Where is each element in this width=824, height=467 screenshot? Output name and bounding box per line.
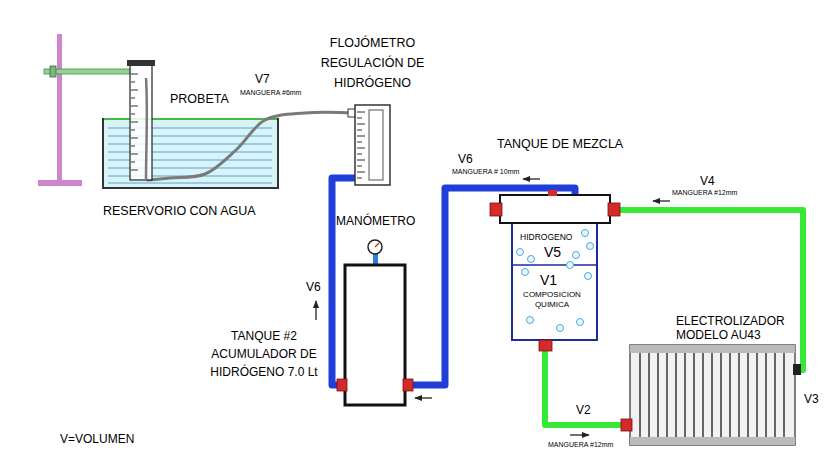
- gauge-needle: [375, 243, 379, 247]
- water-reservoir: RESERVORIO CON AGUA: [103, 118, 278, 188]
- water-surface: [103, 118, 278, 120]
- cylinder-graduation: [131, 74, 138, 170]
- hose-label: MANGUERA #12mm: [672, 189, 737, 197]
- cylinder-body: [130, 64, 152, 180]
- electrolyzer: ELECTROLIZADOR MODELO AU43: [630, 345, 795, 445]
- hose-label: MANGUERA #12mm: [548, 441, 613, 449]
- node-title: TANQUE DE MEZCLA: [497, 137, 623, 152]
- hose-label: V4: [700, 174, 715, 188]
- hose-label: MANGUERA #6mm: [240, 89, 301, 97]
- hose-fitting: [403, 379, 413, 391]
- hose-fitting: [337, 379, 347, 391]
- node-text: V1: [540, 272, 557, 289]
- node-text: V5: [544, 244, 561, 261]
- electrolyzer-plates: [640, 353, 784, 437]
- hose-fitting: [490, 203, 502, 216]
- mixing-tank: TANQUE DE MEZCLAHIDROGENOV5V1COMPOSICION…: [500, 195, 610, 342]
- node-title: RESERVORIO CON AGUA: [103, 204, 256, 219]
- electrolyzer-frame: [630, 345, 795, 445]
- tank-body: [345, 265, 405, 405]
- node-text: HIDROGENO: [520, 232, 572, 242]
- node-title: TANQUE #2 ACUMULADOR DE HIDRÓGENO 7.0 Lt: [205, 327, 323, 381]
- stand-base: [38, 180, 82, 186]
- flowmeter-tube: [369, 110, 383, 180]
- hose-label: MANÓMETRO: [336, 214, 415, 228]
- mixing-tank-cap: [500, 195, 610, 223]
- hose-fitting: [621, 419, 632, 431]
- hose-label: V7: [255, 72, 270, 86]
- gas-bubbles: [517, 230, 594, 332]
- gauge-stem: [373, 254, 378, 265]
- clamp-arm: [44, 69, 132, 74]
- hose-fitting: [608, 203, 620, 216]
- hose-fitting: [793, 364, 801, 375]
- flowmeter-scale: [357, 112, 365, 178]
- hose-label: MANGUERA # 10mm: [452, 168, 519, 176]
- legend-note: V=VOLUMEN: [60, 432, 134, 446]
- node-title: PROBETA: [170, 92, 229, 107]
- node-text: COMPOSICION QUIMICA: [518, 290, 586, 310]
- cylinder-base: [127, 60, 155, 66]
- stand-pole: [57, 34, 62, 184]
- flowmeter-body: [355, 105, 390, 185]
- inner-tube: [145, 78, 148, 180]
- liquid-level: [513, 264, 596, 266]
- hose-fitting: [539, 340, 552, 351]
- hydrogen-tank: TANQUE #2 ACUMULADOR DE HIDRÓGENO 7.0 Lt: [345, 265, 405, 405]
- flow-arrows: [316, 179, 670, 435]
- electrolyzer-bar: [630, 345, 795, 353]
- pressure-gauge: [368, 240, 382, 254]
- clamp-knob: [50, 66, 56, 77]
- reservoir-wall: [103, 118, 278, 188]
- flowmeter: FLOJÓMETRO REGULACIÓN DE HIDRÓGENO: [355, 105, 390, 185]
- graduated-cylinder: PROBETA: [130, 62, 152, 180]
- node-title: ELECTROLIZADOR MODELO AU43: [676, 314, 794, 342]
- hose-label: V6: [306, 280, 321, 294]
- hose-line: [545, 342, 630, 425]
- node-title: FLOJÓMETRO REGULACIÓN DE HIDRÓGENO: [307, 33, 438, 93]
- cap-valve: [548, 190, 557, 196]
- mixing-tank-body: [512, 223, 597, 340]
- hose-line: [610, 210, 803, 370]
- hose-label: V2: [576, 403, 591, 417]
- hose-line: [148, 112, 355, 180]
- hose-label: V3: [804, 392, 819, 406]
- electrolyzer-bar: [630, 437, 795, 445]
- hose-label: V6: [458, 152, 473, 166]
